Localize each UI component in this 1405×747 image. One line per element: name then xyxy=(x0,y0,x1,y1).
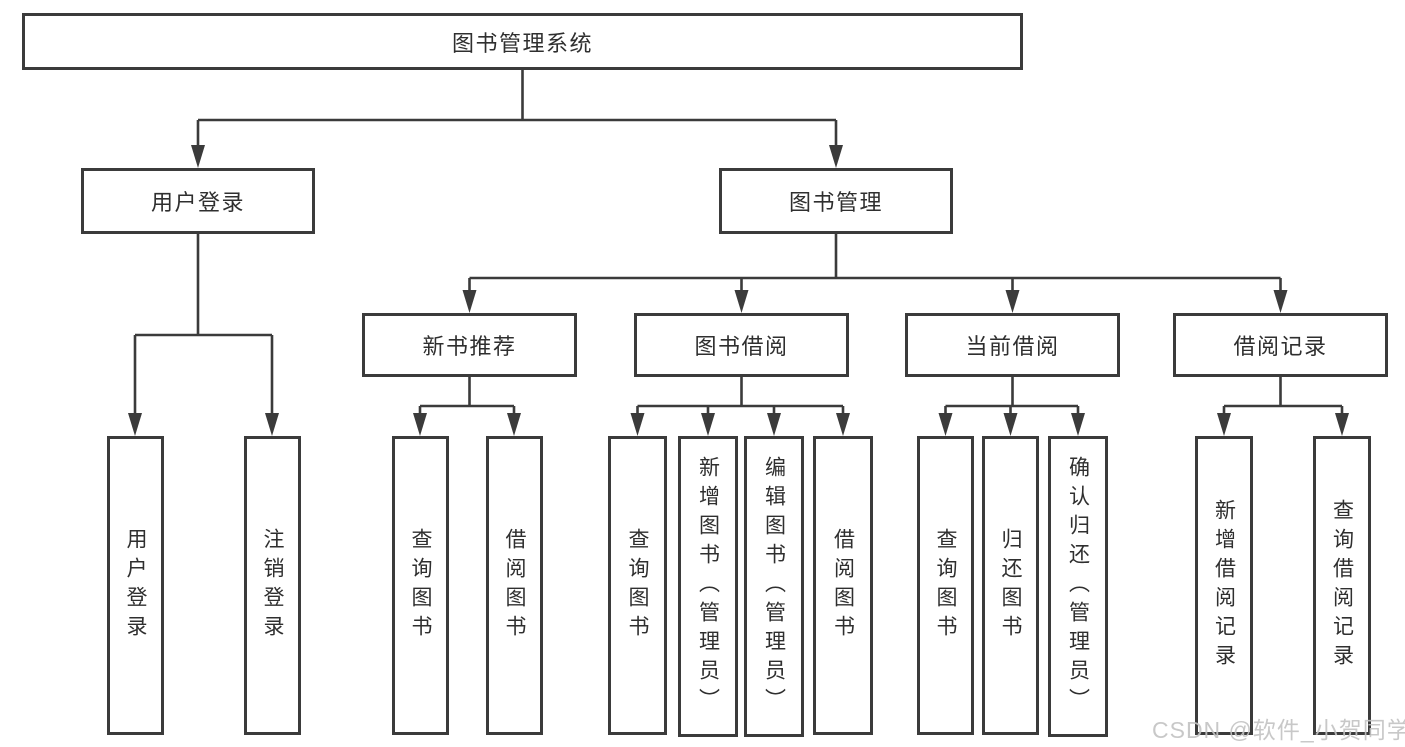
node-borrowing-records: 借阅记录 xyxy=(1173,313,1388,377)
leaf-query-borrow-record: 查询借阅记录 xyxy=(1313,436,1371,735)
leaf-edit-book-admin: 编辑图书（管理员） xyxy=(744,436,804,737)
leaf-user-login: 用户登录 xyxy=(107,436,164,735)
leaf-query-books-current: 查询图书 xyxy=(917,436,974,735)
leaf-return-book: 归还图书 xyxy=(982,436,1039,735)
arrowheads xyxy=(128,145,1349,436)
leaf-query-books-borrowing: 查询图书 xyxy=(608,436,667,735)
leaf-query-books-recommendation: 查询图书 xyxy=(392,436,449,735)
node-book-borrowing: 图书借阅 xyxy=(634,313,849,377)
edge-current-borrowing-to-leaves xyxy=(944,376,1080,418)
leaf-logout: 注销登录 xyxy=(244,436,301,735)
edge-user-login-to-leaves xyxy=(133,233,274,418)
edge-book-borrowing-to-leaves xyxy=(636,376,845,418)
edge-borrowing-records-to-leaves xyxy=(1222,376,1344,418)
node-current-borrowing: 当前借阅 xyxy=(905,313,1120,377)
edge-root-to-level2 xyxy=(196,69,838,150)
edge-new-book-recommendation-to-leaves xyxy=(418,376,516,418)
csdn-watermark: CSDN @软件_小贺同学 xyxy=(1152,717,1405,743)
leaf-add-borrow-record: 新增借阅记录 xyxy=(1195,436,1253,735)
leaf-borrow-books-borrowing: 借阅图书 xyxy=(813,436,873,735)
node-library-management-system: 图书管理系统 xyxy=(22,13,1023,70)
node-book-management: 图书管理 xyxy=(719,168,953,234)
edge-book-management-to-level3 xyxy=(468,233,1282,294)
leaf-confirm-return-admin: 确认归还（管理员） xyxy=(1048,436,1108,737)
node-new-book-recommendation: 新书推荐 xyxy=(362,313,577,377)
leaf-add-book-admin: 新增图书（管理员） xyxy=(678,436,738,737)
node-user-login: 用户登录 xyxy=(81,168,315,234)
leaf-borrow-books-recommendation: 借阅图书 xyxy=(486,436,543,735)
